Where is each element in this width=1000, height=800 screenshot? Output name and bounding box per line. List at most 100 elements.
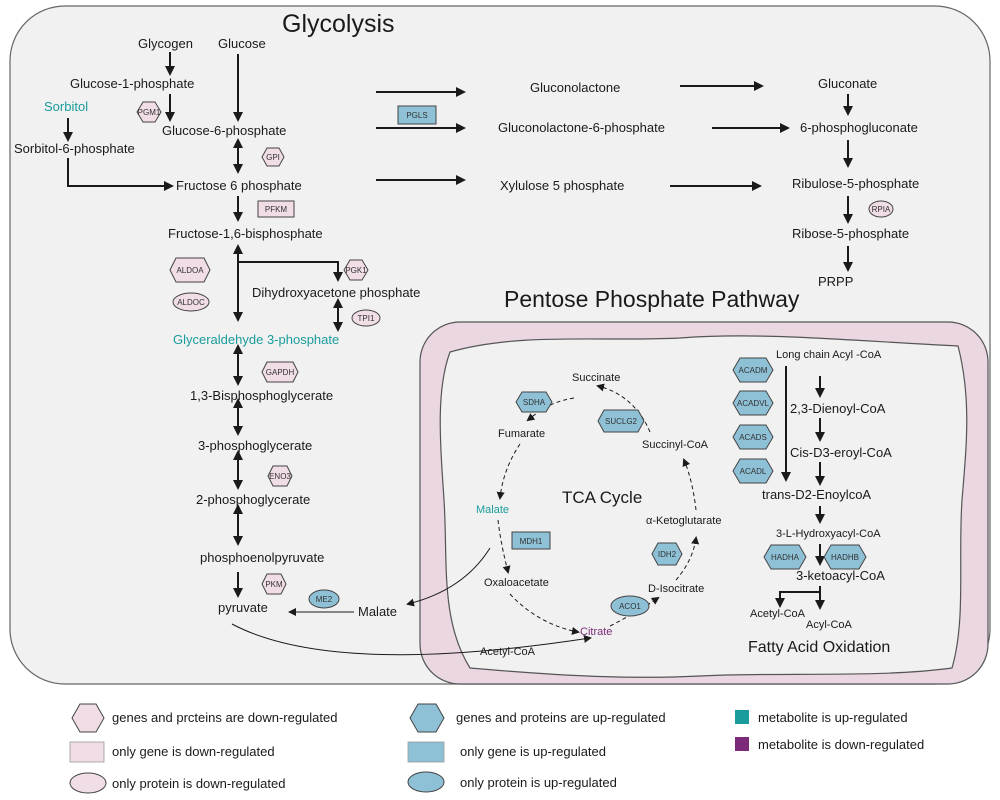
enzyme-aldoc: ALDOC <box>172 292 210 312</box>
svg-text:metabolite is up-regulated: metabolite is up-regulated <box>758 710 908 725</box>
1-3-bisphosphoglycerate: 1,3-Bisphosphoglycerate <box>190 388 333 403</box>
enzyme-tpi1: TPI1 <box>351 309 381 327</box>
dienoyl-coa: 2,3-Dienoyl-CoA <box>790 401 886 416</box>
enzyme-idh2: IDH2 <box>651 542 683 566</box>
cis-eroyl-coa: Cis-D3-eroyl-CoA <box>790 445 892 460</box>
fumarate: Fumarate <box>498 428 545 440</box>
mitochondrion-inner <box>439 335 968 678</box>
legend-down-rect: only gene is down-regulated <box>69 741 275 763</box>
svg-text:ENO3: ENO3 <box>269 472 291 481</box>
glyceraldehyde-3-phosphate: Glyceraldehyde 3-phosphate <box>173 332 339 347</box>
enzyme-sdha: SDHA <box>515 391 553 413</box>
gluconate: Gluconate <box>818 76 877 91</box>
long-chain-acyl-coa: Long chain Acyl -CoA <box>776 349 882 361</box>
arrow-isocitrate-akg <box>675 536 700 581</box>
acetyl-coa: Acetyl-CoA <box>480 646 536 658</box>
svg-text:TPI1: TPI1 <box>358 314 375 323</box>
legend-down-ellipse: only protein is down-regulated <box>69 772 285 794</box>
xylulose-5-phosphate: Xylulose 5 phosphate <box>500 178 624 193</box>
fao-title: Fatty Acid Oxidation <box>748 639 890 656</box>
enzyme-gpi: GPI <box>261 147 285 167</box>
enzyme-hadhb: HADHB <box>823 544 867 570</box>
svg-text:ACADM: ACADM <box>739 366 768 375</box>
svg-text:GPI: GPI <box>266 153 280 162</box>
enzyme-acadvl: ACADVL <box>732 390 774 416</box>
svg-text:SDHA: SDHA <box>523 398 546 407</box>
svg-text:SUCLG2: SUCLG2 <box>605 417 638 426</box>
svg-text:ACADS: ACADS <box>739 433 767 442</box>
ribulose-5-phosphate: Ribulose-5-phosphate <box>792 176 919 191</box>
trans-enoyl-coa: trans-D2-EnoylcoA <box>762 487 871 502</box>
ketoacyl-coa: 3-ketoacyl-CoA <box>796 568 885 583</box>
svg-text:only protein is up-regulated: only protein is up-regulated <box>460 775 617 790</box>
glucose-6-phosphate: Glucose-6-phosphate <box>162 123 286 138</box>
enzyme-mdh1: MDH1 <box>511 531 551 550</box>
svg-text:ACADL: ACADL <box>740 467 767 476</box>
enzyme-pgm1: PGM1 <box>136 101 162 123</box>
prpp: PRPP <box>818 274 853 289</box>
ribose-5-phosphate: Ribose-5-phosphate <box>792 226 909 241</box>
enzyme-gapdh: GAPDH <box>261 361 299 383</box>
arrow-oaa-citrate <box>509 593 580 635</box>
pyruvate: pyruvate <box>218 600 268 615</box>
svg-text:HADHA: HADHA <box>771 553 800 562</box>
enzyme-rpia: RPIA <box>868 200 894 218</box>
svg-text:ACO1: ACO1 <box>619 602 641 611</box>
svg-text:only gene is down-regulated: only gene is down-regulated <box>112 744 275 759</box>
svg-text:PGM1: PGM1 <box>138 108 161 117</box>
svg-text:ALDOC: ALDOC <box>177 298 205 307</box>
legend-metab-up: metabolite is up-regulated <box>735 710 908 725</box>
acyl-coa: Acyl-CoA <box>806 619 853 631</box>
arrow-ketoacyl-acetylcoa <box>775 591 820 608</box>
svg-text:RPIA: RPIA <box>872 205 891 214</box>
svg-text:PFKM: PFKM <box>265 205 288 214</box>
svg-text:PGLS: PGLS <box>406 111 427 120</box>
svg-text:IDH2: IDH2 <box>658 550 677 559</box>
svg-text:ALDOA: ALDOA <box>176 266 204 275</box>
alpha-ketoglutarate: α-Ketoglutarate <box>646 515 721 527</box>
enzyme-pgk1: PGK1 <box>343 259 369 281</box>
svg-text:only protein is down-regulated: only protein is down-regulated <box>112 776 285 791</box>
malate-cytosol: Malate <box>358 604 397 619</box>
legend-up-hex: genes and proteins are up-regulated <box>409 703 666 733</box>
enzyme-suclg2: SUCLG2 <box>597 409 645 433</box>
svg-text:GAPDH: GAPDH <box>266 368 295 377</box>
enzyme-pgls: PGLS <box>397 105 437 125</box>
succinyl-coa: Succinyl-CoA <box>642 439 709 451</box>
svg-text:ME2: ME2 <box>316 595 333 604</box>
svg-text:HADHB: HADHB <box>831 553 859 562</box>
phosphoenolpyruvate: phosphoenolpyruvate <box>200 550 324 565</box>
svg-text:only gene is up-regulated: only gene is up-regulated <box>460 744 606 759</box>
malate-mito: Malate <box>476 504 509 516</box>
legend: genes and prcteins are down-regulated on… <box>69 703 924 794</box>
enzyme-pfkm: PFKM <box>257 200 295 218</box>
gluconolactone: Gluconolactone <box>530 80 620 95</box>
enzyme-aldoa: ALDOA <box>169 257 211 283</box>
enzyme-pkm: PKM <box>261 573 287 595</box>
d-isocitrate: D-Isocitrate <box>648 583 704 595</box>
svg-text:PKM: PKM <box>265 580 283 589</box>
ppp-title: Pentose Phosphate Pathway <box>504 286 800 312</box>
tca-title: TCA Cycle <box>562 488 642 507</box>
legend-metab-down: metabolite is down-regulated <box>735 737 924 752</box>
succinate: Succinate <box>572 372 620 384</box>
legend-down-hex: genes and prcteins are down-regulated <box>71 703 337 733</box>
oxaloacetate: Oxaloacetate <box>484 577 549 589</box>
enzyme-acadm: ACADM <box>732 357 774 383</box>
glucose: Glucose <box>218 36 266 51</box>
arrow-malate-export <box>406 547 491 607</box>
arrow-succinylcoa-succinate <box>596 383 651 433</box>
legend-up-rect: only gene is up-regulated <box>407 741 606 763</box>
svg-text:genes and prcteins are down-re: genes and prcteins are down-regulated <box>112 710 337 725</box>
svg-text:genes and proteins are up-regu: genes and proteins are up-regulated <box>456 710 666 725</box>
citrate: Citrate <box>580 626 612 638</box>
6-phosphogluconate: 6-phosphogluconate <box>800 120 918 135</box>
acetyl-coa-fao: Acetyl-CoA <box>750 608 806 620</box>
enzyme-eno3: ENO3 <box>267 465 293 487</box>
svg-text:PGK1: PGK1 <box>345 266 367 275</box>
enzyme-me2: ME2 <box>308 589 340 609</box>
svg-text:ACADVL: ACADVL <box>737 399 770 408</box>
dihydroxyacetone-phosphate: Dihydroxyacetone phosphate <box>252 285 420 300</box>
svg-text:metabolite is down-regulated: metabolite is down-regulated <box>758 737 924 752</box>
